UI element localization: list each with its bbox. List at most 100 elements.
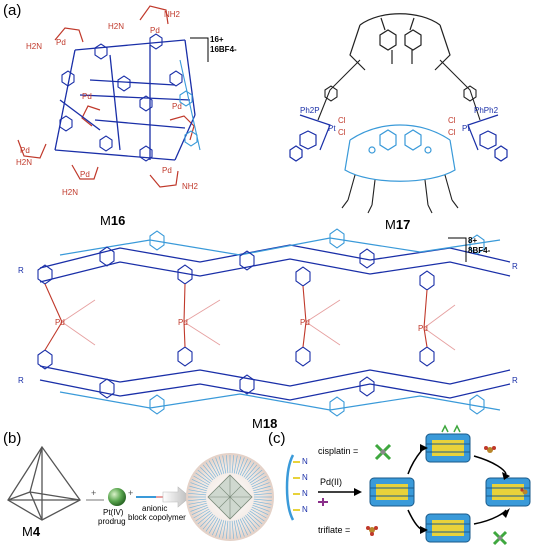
corona-ray [211, 458, 221, 476]
corona-ray [218, 520, 225, 538]
m17-cl-3: Cl [448, 116, 456, 125]
m18-charge-value: 8+ [468, 236, 478, 245]
corona-ray [188, 500, 207, 505]
m17-cl-1: Cl [338, 116, 346, 125]
corona-ray [189, 502, 207, 509]
corona-ray [243, 516, 255, 532]
corona-ray [253, 489, 272, 494]
m16-pd-7: Pd [82, 92, 92, 101]
corona-ray [197, 469, 212, 482]
corona-ray [188, 492, 207, 496]
corona-ray [250, 508, 267, 519]
corona-ray [215, 457, 223, 475]
corona-ray [231, 455, 235, 474]
m16-cage-structure [17, 5, 209, 188]
corona-ray [222, 520, 227, 539]
pt-iv-prodrug-sphere [108, 488, 126, 506]
corona-ray [252, 504, 270, 512]
cisplatin-label: cisplatin = [318, 446, 359, 456]
m4-label: M4 [22, 524, 40, 539]
m16-pd-6: Pd [172, 102, 182, 111]
m18-prefix: M [252, 416, 263, 431]
corona-ray [245, 515, 258, 530]
corona-ray [208, 517, 219, 534]
corona-ray [248, 512, 263, 525]
m17-ph2p: Ph2P [300, 106, 320, 115]
panel-label-a: (a) [3, 2, 22, 19]
corona-ray [252, 482, 270, 490]
ligand-n-2: N [302, 473, 308, 482]
m17-cl-4: Cl [448, 128, 456, 137]
m4-number: 4 [32, 524, 41, 539]
m16-h2n-3: H2N [16, 158, 33, 167]
corona-ray [235, 456, 242, 474]
corona-ray [211, 518, 221, 536]
m16-pd-1: Pd [56, 38, 66, 47]
m16-h2n-1: H2N [26, 42, 43, 51]
m16-h2n-4: H2N [62, 188, 79, 197]
m18-charge: 8+ 8BF4- [468, 236, 490, 256]
corona-ray [248, 469, 263, 482]
corona-ray [253, 500, 272, 505]
m4-octahedron [7, 445, 81, 521]
corona-ray [237, 519, 245, 537]
panel-c-artwork [285, 424, 531, 546]
m18-r-1: R [18, 266, 24, 275]
corona-ray [239, 518, 249, 536]
m16-pd-3: Pd [20, 146, 30, 155]
corona-ray [222, 455, 227, 474]
m16-pd-5: Pd [162, 166, 172, 175]
process-arrow [162, 486, 191, 508]
corona-ray [225, 455, 229, 474]
corona-ray [233, 455, 238, 474]
corona-ray [200, 513, 214, 527]
corona-ray [243, 462, 255, 478]
cage-right [485, 477, 531, 507]
m17-label: M17 [385, 217, 410, 232]
corona-ray [250, 475, 267, 486]
corona-ray [202, 464, 215, 479]
corona-ray [191, 506, 209, 516]
cisplatin-icon [374, 443, 392, 461]
corona-ray [195, 510, 211, 522]
m17-prefix: M [385, 217, 396, 232]
corona-ray [241, 517, 252, 534]
corona-ray [253, 502, 271, 509]
corona-ray [246, 513, 260, 527]
m16-nh2-1: NH2 [164, 10, 181, 19]
ligand-n-1: N [302, 457, 308, 466]
m16-pd-2: Pd [150, 26, 160, 35]
corona-ray [189, 485, 207, 492]
pd-ii-label: Pd(II) [320, 477, 343, 487]
triflate-icon [366, 526, 378, 536]
panel-label-c: (c) [268, 430, 286, 447]
plus-sign-2: + [128, 488, 134, 498]
plus-sign-1: + [91, 488, 97, 498]
triflate-small-icon [318, 498, 328, 506]
m16-charge-value: 16+ [210, 35, 224, 44]
m18-r-2: R [18, 376, 24, 385]
corona-ray [205, 516, 217, 532]
m17-pt-2: Pt [462, 124, 470, 133]
m17-number: 17 [395, 217, 411, 232]
corona-ray [251, 478, 269, 488]
corona-ray [237, 457, 245, 475]
m16-pd-4: Pd [80, 170, 90, 179]
corona-ray [202, 515, 215, 530]
cage-top [425, 424, 471, 463]
corona-ray [235, 520, 242, 538]
corona-ray [225, 520, 229, 539]
corona-ray [215, 519, 223, 537]
corona-ray [246, 467, 260, 481]
corona-ray [245, 464, 258, 479]
corona-ray [197, 512, 212, 525]
m16-charge: 16+ 16BF4- [210, 35, 237, 55]
m18-r-3: R [512, 262, 518, 271]
m16-number: 16 [110, 213, 126, 228]
panel-b-artwork [7, 445, 274, 541]
corona-ray [251, 506, 269, 516]
prodrug-label-line2: prodrug [98, 517, 126, 526]
m17-php2: PhPh2 [474, 106, 499, 115]
